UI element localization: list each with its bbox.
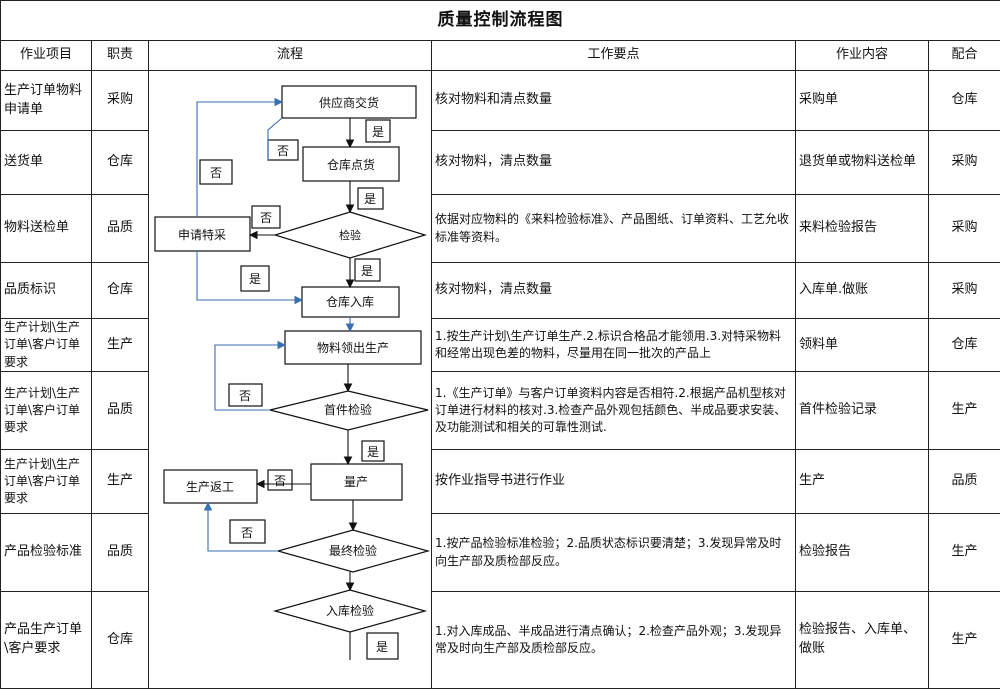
row-points: 按作业指导书进行作业 (432, 450, 796, 514)
row-content: 来料检验报告 (796, 195, 929, 263)
row-role: 仓库 (92, 592, 149, 689)
row-coop: 采购 (929, 195, 1000, 263)
row-points: 1.按生产计划\生产订单生产.2.标识合格品才能领用.3.对特采物料和经常出现色… (432, 319, 796, 372)
row-role: 品质 (92, 514, 149, 592)
row-role: 仓库 (92, 263, 149, 319)
row-content: 领料单 (796, 319, 929, 372)
header-points: 工作要点 (432, 41, 796, 71)
header-item: 作业项目 (1, 41, 92, 71)
row-coop: 生产 (929, 592, 1000, 689)
row-content: 退货单或物料送检单 (796, 131, 929, 195)
header-content: 作业内容 (796, 41, 929, 71)
row-coop: 采购 (929, 263, 1000, 319)
row-role: 采购 (92, 71, 149, 131)
header-flow: 流程 (149, 41, 432, 71)
row-points: 1.《生产订单》与客户订单资料内容是否相符.2.根据产品机型核对订单进行材料的核… (432, 372, 796, 450)
row-points: 1.按产品检验标准检验；2.品质状态标识要清楚；3.发现异常及时向生产部及质检部… (432, 514, 796, 592)
row-item: 生产订单物料申请单 (1, 71, 92, 131)
row-item: 产品检验标准 (1, 514, 92, 592)
flow-cell (149, 71, 432, 689)
row-content: 采购单 (796, 71, 929, 131)
row-coop: 生产 (929, 514, 1000, 592)
row-content: 检验报告 (796, 514, 929, 592)
row-coop: 仓库 (929, 319, 1000, 372)
row-coop: 品质 (929, 450, 1000, 514)
row-content: 入库单.做账 (796, 263, 929, 319)
row-role: 仓库 (92, 131, 149, 195)
row-item: 生产计划\生产订单\客户订单要求 (1, 372, 92, 450)
table-row: 生产订单物料申请单 采购 核对物料和清点数量 采购单 仓库 (1, 71, 1000, 131)
row-role: 品质 (92, 195, 149, 263)
row-coop: 仓库 (929, 71, 1000, 131)
row-item: 生产计划\生产订单\客户订单要求 (1, 450, 92, 514)
row-content: 生产 (796, 450, 929, 514)
row-points: 核对物料，清点数量 (432, 131, 796, 195)
row-points: 依据对应物料的《来料检验标准》、产品图纸、订单资料、工艺允收标准等资料。 (432, 195, 796, 263)
row-role: 生产 (92, 450, 149, 514)
row-item: 产品生产订单\客户要求 (1, 592, 92, 689)
row-content: 检验报告、入库单、做账 (796, 592, 929, 689)
row-coop: 生产 (929, 372, 1000, 450)
header-role: 职责 (92, 41, 149, 71)
row-coop: 采购 (929, 131, 1000, 195)
row-item: 送货单 (1, 131, 92, 195)
row-item: 生产计划\生产订单\客户订单要求 (1, 319, 92, 372)
row-item: 物料送检单 (1, 195, 92, 263)
header-coop: 配合 (929, 41, 1000, 71)
row-points: 核对物料和清点数量 (432, 71, 796, 131)
row-role: 生产 (92, 319, 149, 372)
row-points: 核对物料，清点数量 (432, 263, 796, 319)
row-content: 首件检验记录 (796, 372, 929, 450)
page-title: 质量控制流程图 (1, 1, 1000, 41)
row-item: 品质标识 (1, 263, 92, 319)
row-points: 1.对入库成品、半成品进行清点确认；2.检查产品外观；3.发现异常及时向生产部及… (432, 592, 796, 689)
row-role: 品质 (92, 372, 149, 450)
